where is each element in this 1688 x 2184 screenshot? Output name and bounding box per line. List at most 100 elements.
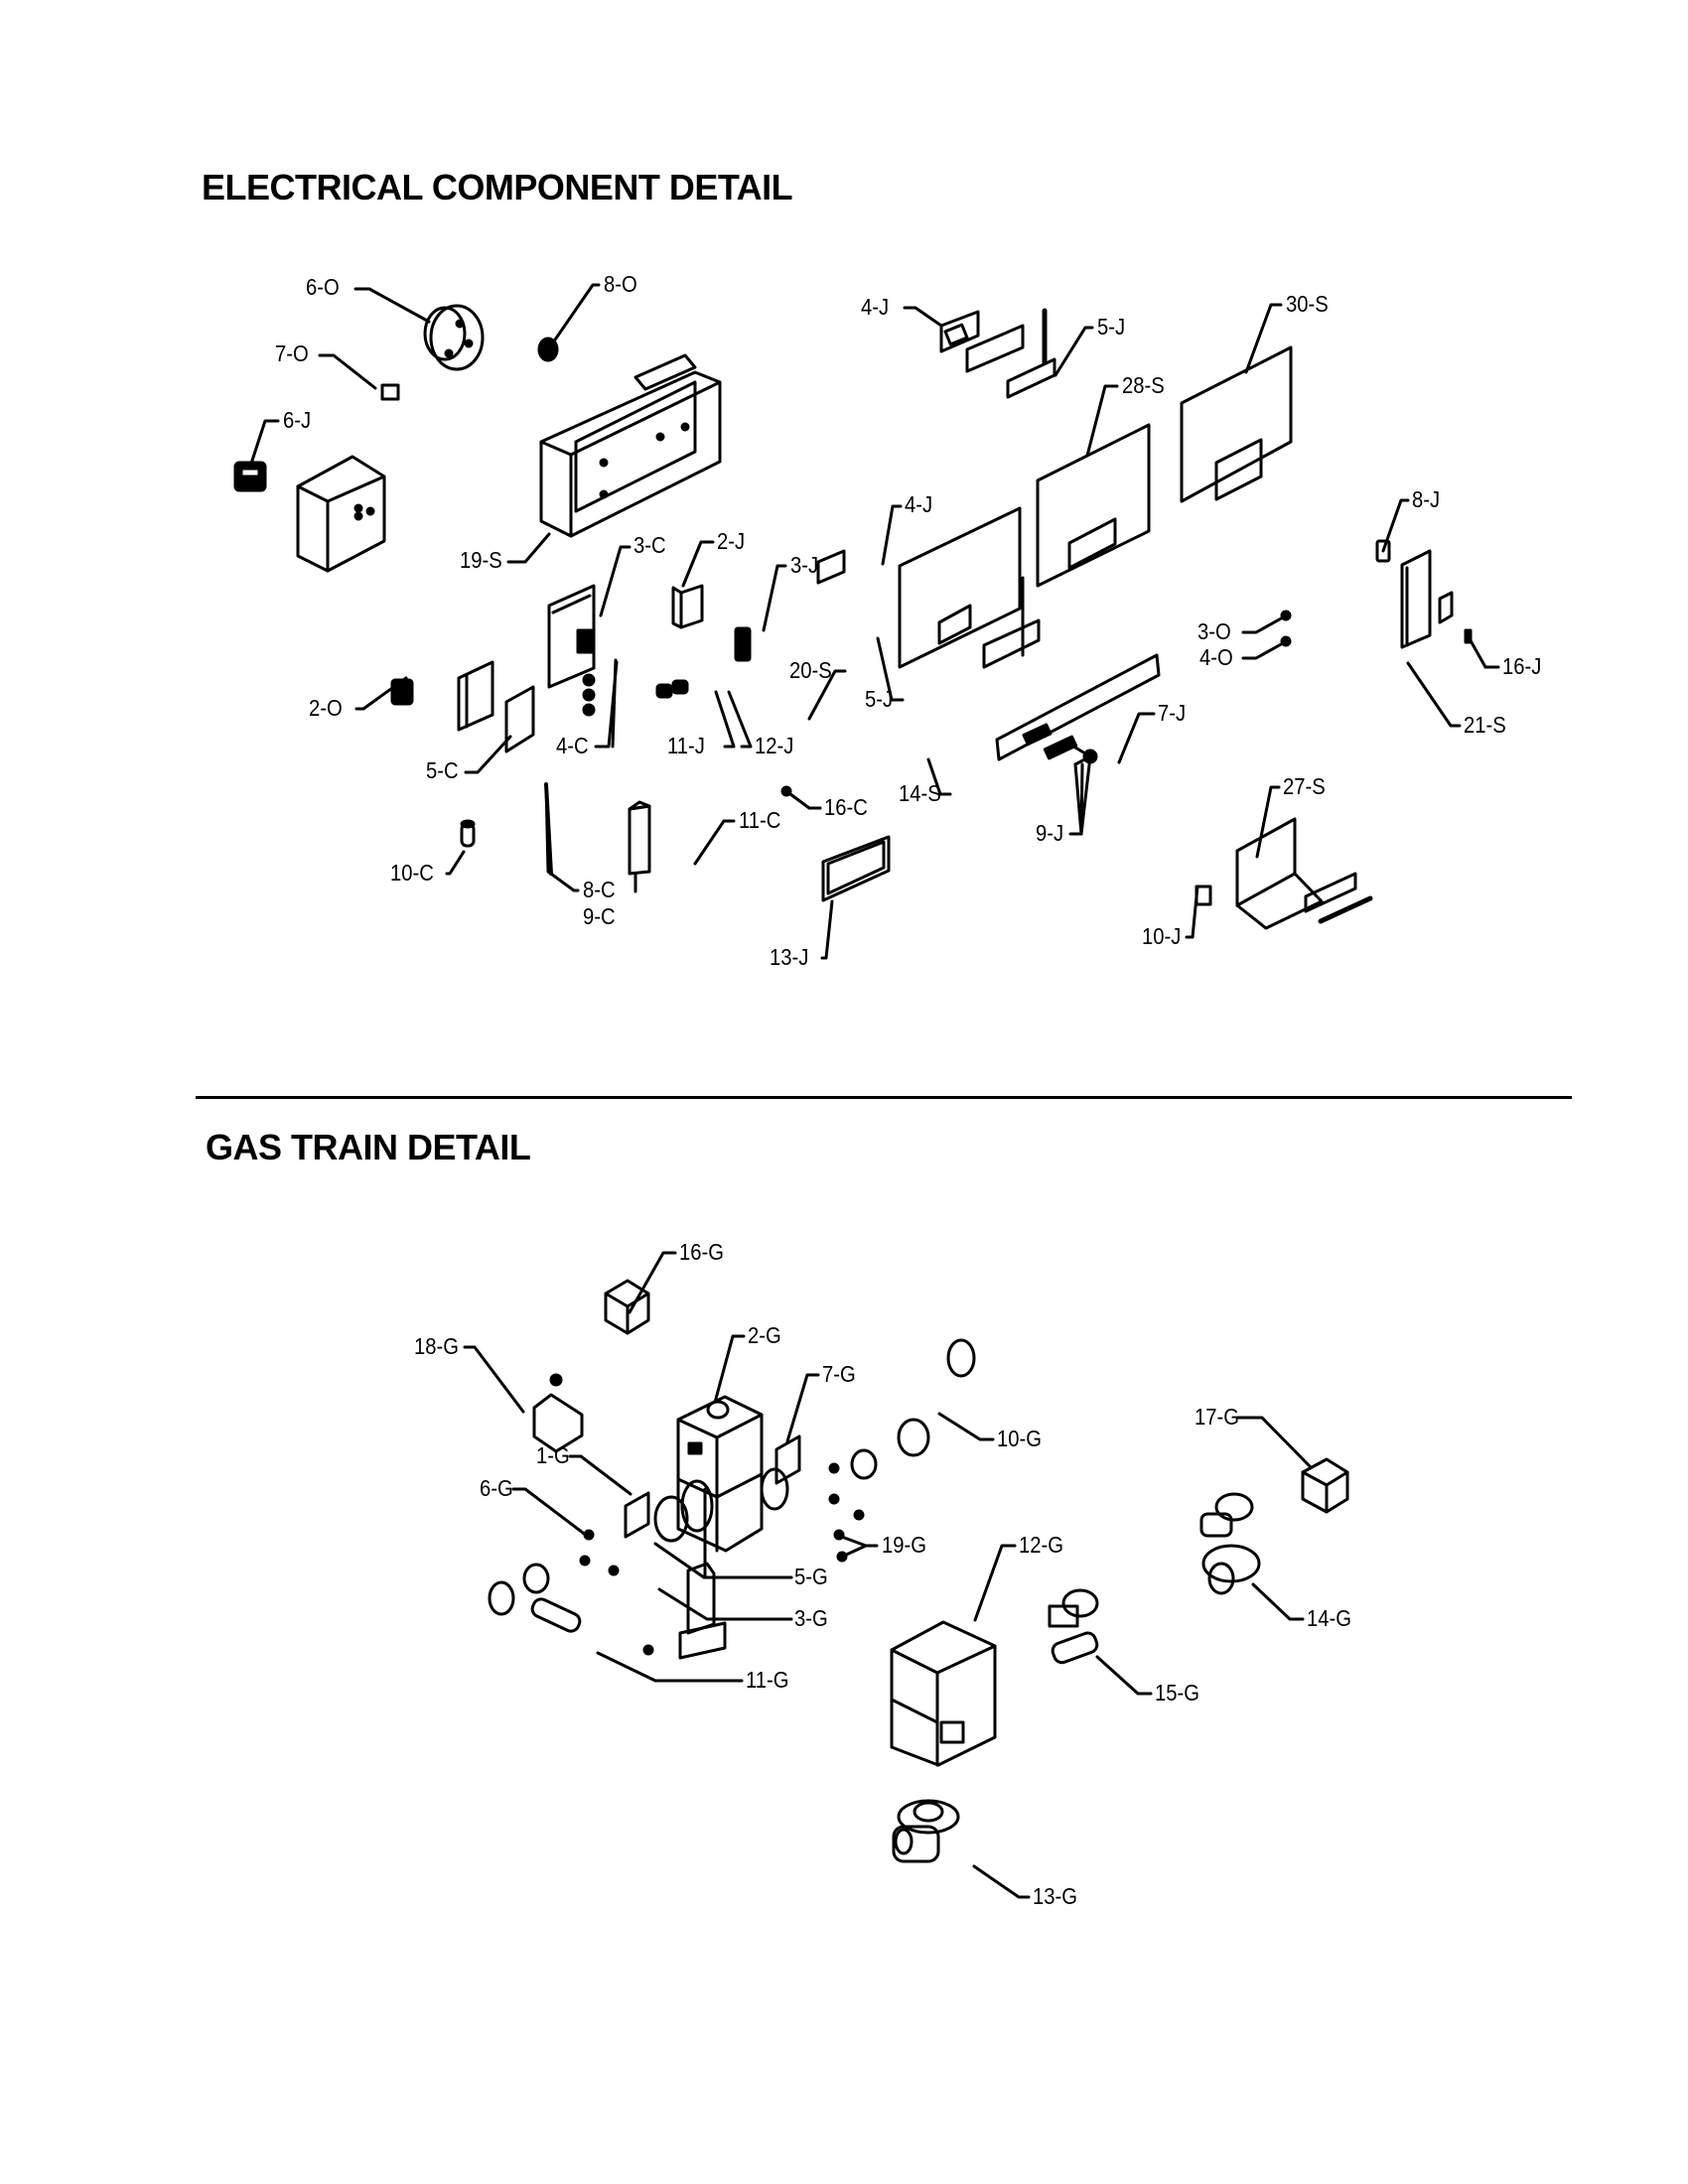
callout-3-J: 3-J [790, 552, 819, 578]
part-28-S-panel [1036, 423, 1151, 588]
callout-8-O: 8-O [604, 271, 637, 297]
part-21-S-bracket [1400, 549, 1473, 649]
callout-10-C: 10-C [390, 860, 434, 886]
part-control-box [296, 455, 386, 573]
callout-18-G: 18-G [414, 1333, 460, 1359]
part-8-O-knob [537, 337, 559, 362]
callout-20-S: 20-S [789, 657, 832, 683]
part-5-J-top [1006, 308, 1056, 399]
callout-2-G: 2-G [748, 1322, 781, 1348]
part-3-G-ignition-module [678, 1562, 727, 1660]
part-7-O-cap [380, 383, 400, 401]
callout-13-G: 13-G [1033, 1883, 1078, 1909]
part-bracket [457, 660, 494, 732]
callout-2-O: 2-O [309, 695, 343, 721]
part-27-S-bracket [1195, 817, 1373, 930]
callout-6-J: 6-J [283, 407, 312, 433]
callout-9-J: 9-J [1036, 820, 1064, 846]
part-11-C-transformer [628, 800, 651, 893]
part-4-J-top [939, 310, 980, 353]
callout-7-G: 7-G [822, 1361, 856, 1387]
callout-11-G: 11-G [746, 1667, 789, 1693]
part-20-S-panel [898, 506, 1025, 669]
callout-12-J: 12-J [755, 733, 794, 758]
electrical-leader-lines [248, 283, 1500, 960]
part-7-G-flange [760, 1434, 801, 1511]
part-11-J-12-J-plugs [655, 679, 689, 699]
callout-16-C: 16-C [824, 794, 868, 820]
section-divider [196, 1096, 1572, 1099]
callout-13-J: 13-J [770, 944, 809, 970]
callout-28-S: 28-S [1122, 372, 1165, 398]
part-3-O-4-O-lights [1280, 610, 1292, 647]
callout-5-C: 5-C [426, 757, 459, 783]
part-6-J-switch [233, 461, 267, 492]
part-14-G-valve [1199, 1492, 1261, 1595]
callout-4-J-mid: 4-J [905, 491, 933, 517]
part-bracket-top [965, 324, 1025, 373]
part-15-G-valve [1048, 1588, 1099, 1665]
part-14-S-rail [995, 653, 1161, 761]
callout-5-J-mid: 5-J [865, 686, 894, 712]
callout-7-J: 7-J [1158, 700, 1187, 726]
callout-4-J-top: 4-J [861, 294, 890, 320]
part-3-C-control-board [547, 584, 596, 689]
part-6-O-gauge [423, 304, 485, 371]
part-fittings-right [850, 1338, 976, 1480]
callout-5-J-top: 5-J [1097, 314, 1126, 340]
callout-19-G: 19-G [882, 1532, 927, 1558]
part-4-C-fuses [582, 658, 618, 749]
callout-3-G: 3-G [794, 1605, 828, 1631]
callout-11-J: 11-J [667, 733, 705, 758]
part-6-G-flange [624, 1491, 650, 1539]
callout-16-G: 16-G [679, 1239, 725, 1265]
part-2-J-relay [671, 584, 704, 629]
callout-17-G: 17-G [1195, 1404, 1240, 1430]
part-12-G-actuator [890, 1620, 997, 1767]
callout-16-J: 16-J [1502, 653, 1542, 679]
part-fittings-left [488, 1563, 582, 1633]
callout-4-O: 4-O [1199, 644, 1233, 670]
part-2-G-valve-body [676, 1395, 764, 1553]
callout-6-O: 6-O [306, 274, 340, 300]
callout-5-G: 5-G [794, 1564, 828, 1589]
callout-4-C: 4-C [556, 733, 589, 758]
part-1-G-oring [653, 1495, 689, 1543]
callout-10-J: 10-J [1142, 923, 1182, 949]
callout-3-C: 3-C [633, 532, 666, 558]
callout-2-J: 2-J [717, 528, 746, 554]
gas-train-section-title: GAS TRAIN DETAIL [206, 1127, 531, 1167]
part-3-J-terminal [734, 626, 752, 662]
callout-9-C: 9-C [583, 903, 616, 929]
callout-6-G: 6-G [480, 1475, 513, 1501]
callout-21-S: 21-S [1464, 712, 1506, 738]
callout-12-G: 12-G [1019, 1532, 1064, 1558]
part-screws [579, 1462, 865, 1576]
part-17-G-switch [1301, 1457, 1349, 1514]
part-10-C-capacitor [460, 819, 476, 848]
part-7-J-harness [1043, 735, 1098, 836]
part-13-G-regulator [892, 1799, 960, 1863]
part-13-J-display [821, 835, 891, 902]
part-30-S-panel [1180, 345, 1293, 503]
gas-train-leader-lines [463, 1251, 1313, 1899]
callout-14-G: 14-G [1307, 1605, 1352, 1631]
part-2-O-connector [390, 678, 414, 706]
callout-8-C: 8-C [583, 877, 616, 902]
callout-14-S: 14-S [899, 780, 941, 806]
electrical-section-title: ELECTRICAL COMPONENT DETAIL [202, 167, 793, 207]
part-16-G-switch [604, 1279, 650, 1335]
part-5-C-board [504, 685, 535, 753]
callout-11-C: 11-C [739, 807, 781, 833]
part-16-C-screw [780, 785, 792, 797]
callout-19-S: 19-S [460, 547, 502, 573]
part-4-J-mid [816, 549, 846, 585]
callout-30-S: 30-S [1286, 291, 1329, 317]
callout-1-G: 1-G [536, 1442, 570, 1468]
callout-3-O: 3-O [1197, 618, 1231, 644]
callout-7-O: 7-O [275, 341, 309, 366]
part-8-C-rod [544, 782, 553, 876]
callout-27-S: 27-S [1283, 773, 1326, 799]
